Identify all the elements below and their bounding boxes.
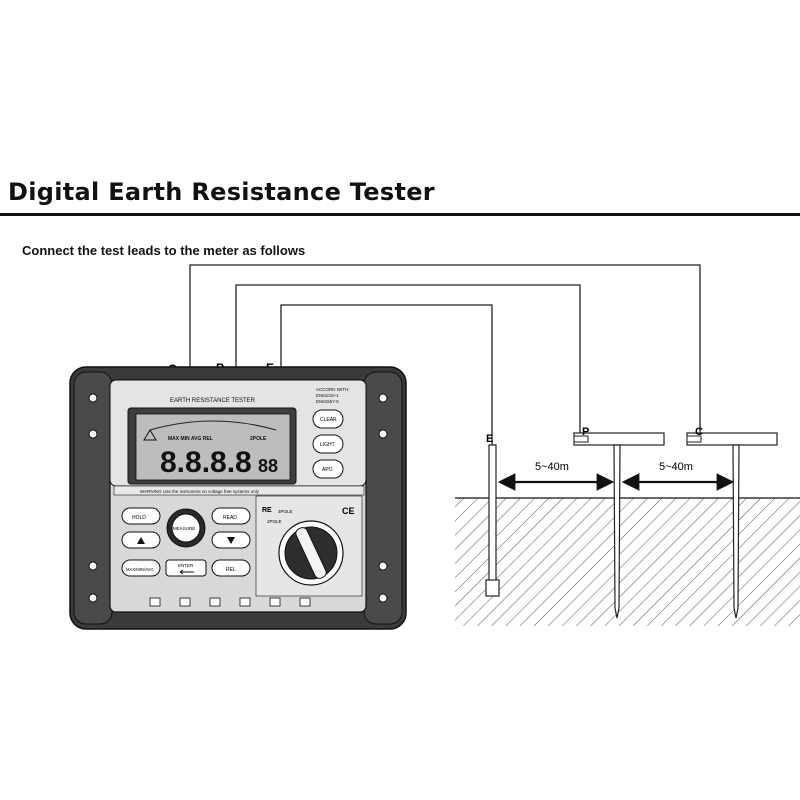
svg-text:MEASURE: MEASURE bbox=[173, 526, 195, 531]
ground-hatch bbox=[455, 498, 800, 626]
apo-button[interactable]: APO bbox=[312, 459, 344, 479]
grip-screws bbox=[88, 393, 388, 603]
spike-e-label: E bbox=[486, 433, 493, 445]
instruction-text: Connect the test leads to the meter as f… bbox=[22, 243, 306, 258]
test-leads bbox=[189, 264, 701, 445]
maxminavg-button[interactable]: MAX/MIN/AVG bbox=[121, 559, 161, 577]
spike-p: P bbox=[573, 426, 665, 619]
svg-text:READ: READ bbox=[223, 515, 237, 521]
up-button[interactable] bbox=[121, 531, 161, 549]
distance-pc: 5~40m bbox=[621, 461, 735, 491]
distance-ep: 5~40m bbox=[497, 461, 615, 491]
svg-text:HOLD: HOLD bbox=[132, 515, 146, 521]
lcd-warning-icon bbox=[143, 429, 157, 441]
ce-mark: CE bbox=[342, 506, 355, 516]
distance-pc-label: 5~40m bbox=[659, 461, 693, 473]
light-button[interactable]: LIGHT bbox=[312, 434, 344, 454]
left-grip bbox=[73, 371, 113, 625]
spike-c: C bbox=[686, 426, 778, 619]
accord-line2: EN61010-1 bbox=[316, 393, 339, 398]
enter-button[interactable]: ENTER bbox=[165, 559, 207, 577]
page-title: Digital Earth Resistance Tester bbox=[8, 178, 435, 206]
svg-text:ENTER: ENTER bbox=[178, 563, 194, 568]
rotary-dial[interactable] bbox=[278, 520, 344, 586]
accord-line3: EN61557-5 bbox=[316, 399, 339, 404]
spike-c-label: C bbox=[695, 426, 703, 438]
spike-p-label: P bbox=[582, 426, 589, 438]
panel-title: EARTH RESISTANCE TESTER bbox=[170, 398, 256, 404]
title-divider bbox=[0, 213, 800, 216]
distance-ep-label: 5~40m bbox=[535, 461, 569, 473]
dial-knob bbox=[295, 527, 327, 579]
clear-button[interactable]: CLEAR bbox=[312, 409, 344, 429]
svg-text:LIGHT: LIGHT bbox=[320, 442, 335, 448]
up-arrow-icon bbox=[137, 537, 145, 544]
lcd-pole: 2POLE bbox=[250, 436, 267, 442]
hold-button[interactable]: HOLD bbox=[121, 507, 161, 525]
svg-text:APO: APO bbox=[322, 467, 333, 473]
warning-text: WARNING Use the instrument on voltage fr… bbox=[140, 489, 260, 494]
svg-text:MAX/MIN/AVG: MAX/MIN/AVG bbox=[126, 567, 154, 572]
lead-p-wire bbox=[235, 284, 581, 436]
warning-strip bbox=[113, 485, 365, 496]
lcd-flags: MAX MIN AVG REL bbox=[168, 436, 213, 442]
meter-device: EARTH RESISTANCE TESTER ACCORD WITH: EN6… bbox=[69, 366, 407, 630]
lcd-bargraph-arc bbox=[149, 420, 277, 431]
read-button[interactable]: READ bbox=[211, 507, 251, 525]
measure-button[interactable]: MEASURE bbox=[166, 508, 206, 548]
svg-text:REL: REL bbox=[226, 567, 236, 573]
rel-button[interactable]: REL bbox=[211, 559, 251, 577]
lead-e-wire bbox=[280, 304, 493, 445]
svg-text:CLEAR: CLEAR bbox=[320, 417, 337, 423]
accord-line1: ACCORD WITH: bbox=[316, 387, 350, 392]
lcd-screen bbox=[135, 413, 291, 481]
dial-3pole: 3POLE bbox=[278, 509, 293, 514]
dial-re-label: RE bbox=[262, 507, 272, 514]
down-arrow-icon bbox=[227, 537, 235, 544]
lead-c-wire bbox=[189, 264, 701, 436]
bottom-terminals bbox=[149, 597, 311, 607]
down-button[interactable] bbox=[211, 531, 251, 549]
spike-e: E bbox=[485, 433, 500, 597]
enter-arrow-icon bbox=[179, 569, 194, 575]
lcd-small-digits: 88 bbox=[258, 456, 278, 476]
lcd-main-digits: 8.8.8.8 bbox=[160, 446, 252, 479]
dial-2pole: 2POLE bbox=[267, 519, 282, 524]
ground-section bbox=[455, 497, 800, 626]
right-grip bbox=[363, 371, 403, 625]
